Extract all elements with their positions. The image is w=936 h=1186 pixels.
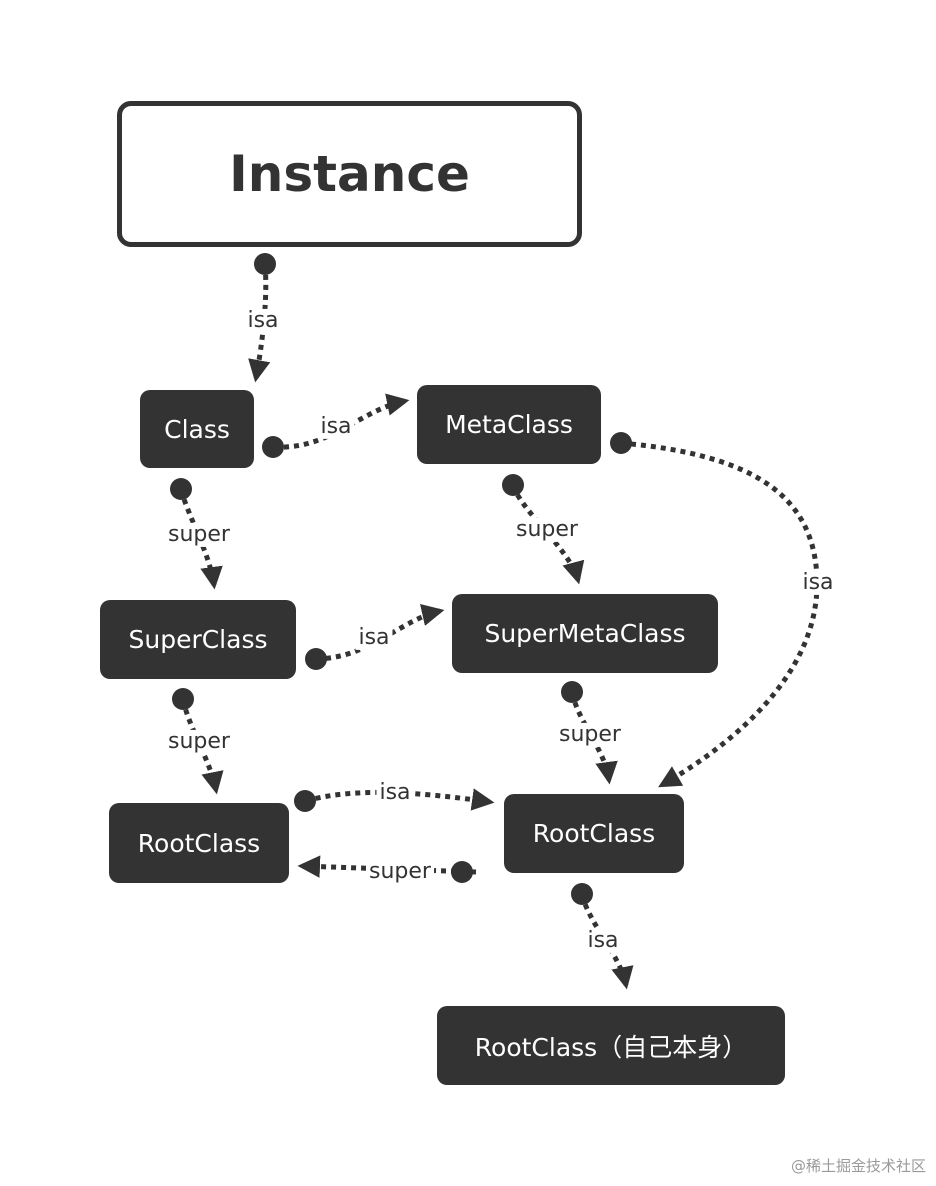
edge-start-dot — [502, 474, 524, 496]
edge-supermetaclass-to-rootclass — [561, 681, 618, 785]
watermark: @稀土掘金技术社区 — [790, 1157, 926, 1175]
edge-label-rootclass-self: isa — [584, 928, 622, 954]
node-instance: Instance — [117, 101, 582, 247]
edge-rootclass-right-to-left — [297, 855, 477, 883]
edge-start-dot — [305, 648, 327, 670]
edge-metaclass-to-rootclass — [610, 432, 820, 788]
edge-start-dot — [172, 688, 194, 710]
edge-label-superclass-rootclass: super — [165, 729, 233, 755]
edge-start-dot — [254, 253, 276, 275]
edge-instance-to-class — [248, 253, 276, 383]
node-rootclass-right: RootClass — [504, 794, 684, 873]
edge-label-class-metaclass: isa — [317, 414, 355, 440]
node-metaclass: MetaClass — [417, 385, 601, 464]
edge-label-rootclass-right-left: super — [366, 859, 434, 885]
node-supermetaclass: SuperMetaClass — [452, 594, 718, 673]
edge-label-class-superclass: super — [165, 522, 233, 548]
edge-start-dot — [294, 790, 316, 812]
edge-superclass-to-rootclass — [172, 688, 224, 795]
edge-start-dot — [262, 436, 284, 458]
edge-start-dot — [610, 432, 632, 454]
edge-label-superclass-supermetaclass: isa — [355, 625, 393, 651]
edge-label-metaclass-supermetaclass: super — [513, 517, 581, 543]
edge-start-dot — [561, 681, 583, 703]
edge-start-dot — [451, 861, 473, 883]
edge-label-supermetaclass-rootclass: super — [556, 722, 624, 748]
edge-label-metaclass-rootclass: isa — [799, 570, 837, 596]
node-class: Class — [140, 390, 254, 468]
node-rootclass-left: RootClass — [109, 803, 289, 883]
edge-label-rootclass-left-right: isa — [376, 780, 414, 806]
edge-start-dot — [170, 478, 192, 500]
edge-start-dot — [571, 883, 593, 905]
edge-label-instance-class: isa — [244, 308, 282, 334]
edge-metaclass-to-supermetaclass — [502, 474, 585, 585]
node-superclass: SuperClass — [100, 600, 296, 679]
node-rootclass-self: RootClass（自己本身） — [437, 1006, 785, 1085]
